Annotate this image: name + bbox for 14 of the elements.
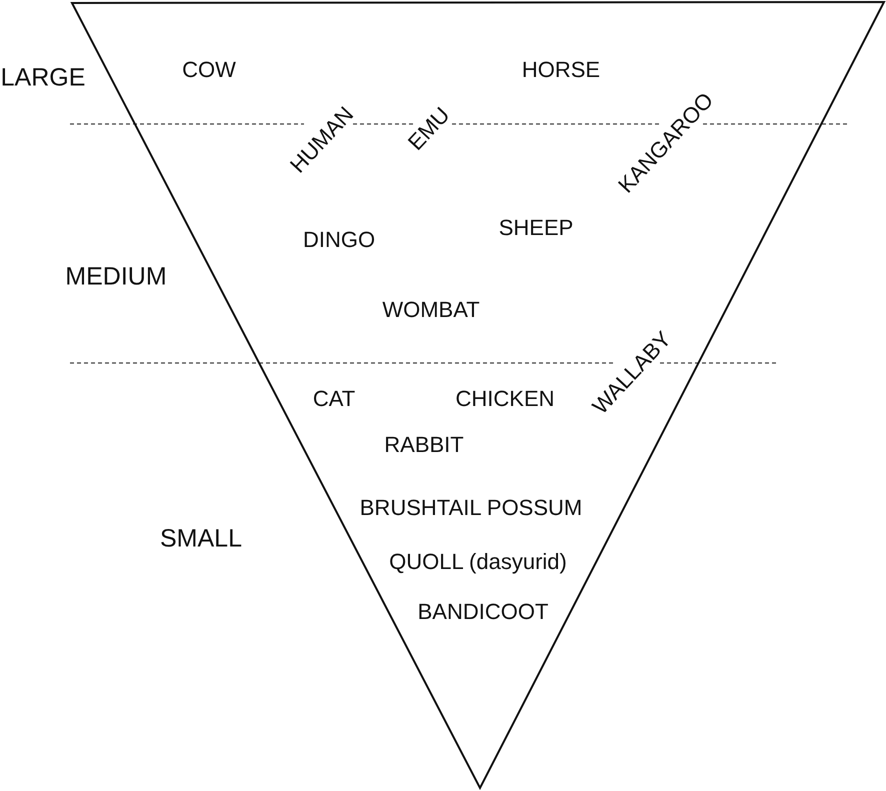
animal-label: COW (182, 59, 236, 81)
animal-label: HORSE (522, 59, 600, 81)
size-label: LARGE (0, 66, 86, 90)
animal-label: BRUSHTAIL POSSUM (360, 497, 582, 519)
animal-label: SHEEP (498, 217, 574, 239)
animal-label: BANDICOOT (418, 601, 548, 623)
animal-label: DINGO (302, 229, 376, 251)
animal-label: RABBIT (384, 434, 464, 456)
animal-label: QUOLL (dasyurid) (389, 551, 567, 573)
size-label: SMALL (160, 526, 242, 552)
animal-label: WOMBAT (382, 299, 480, 321)
animal-label: CHICKEN (456, 388, 554, 410)
animal-label: CAT (312, 388, 356, 410)
size-label: MEDIUM (65, 264, 167, 290)
